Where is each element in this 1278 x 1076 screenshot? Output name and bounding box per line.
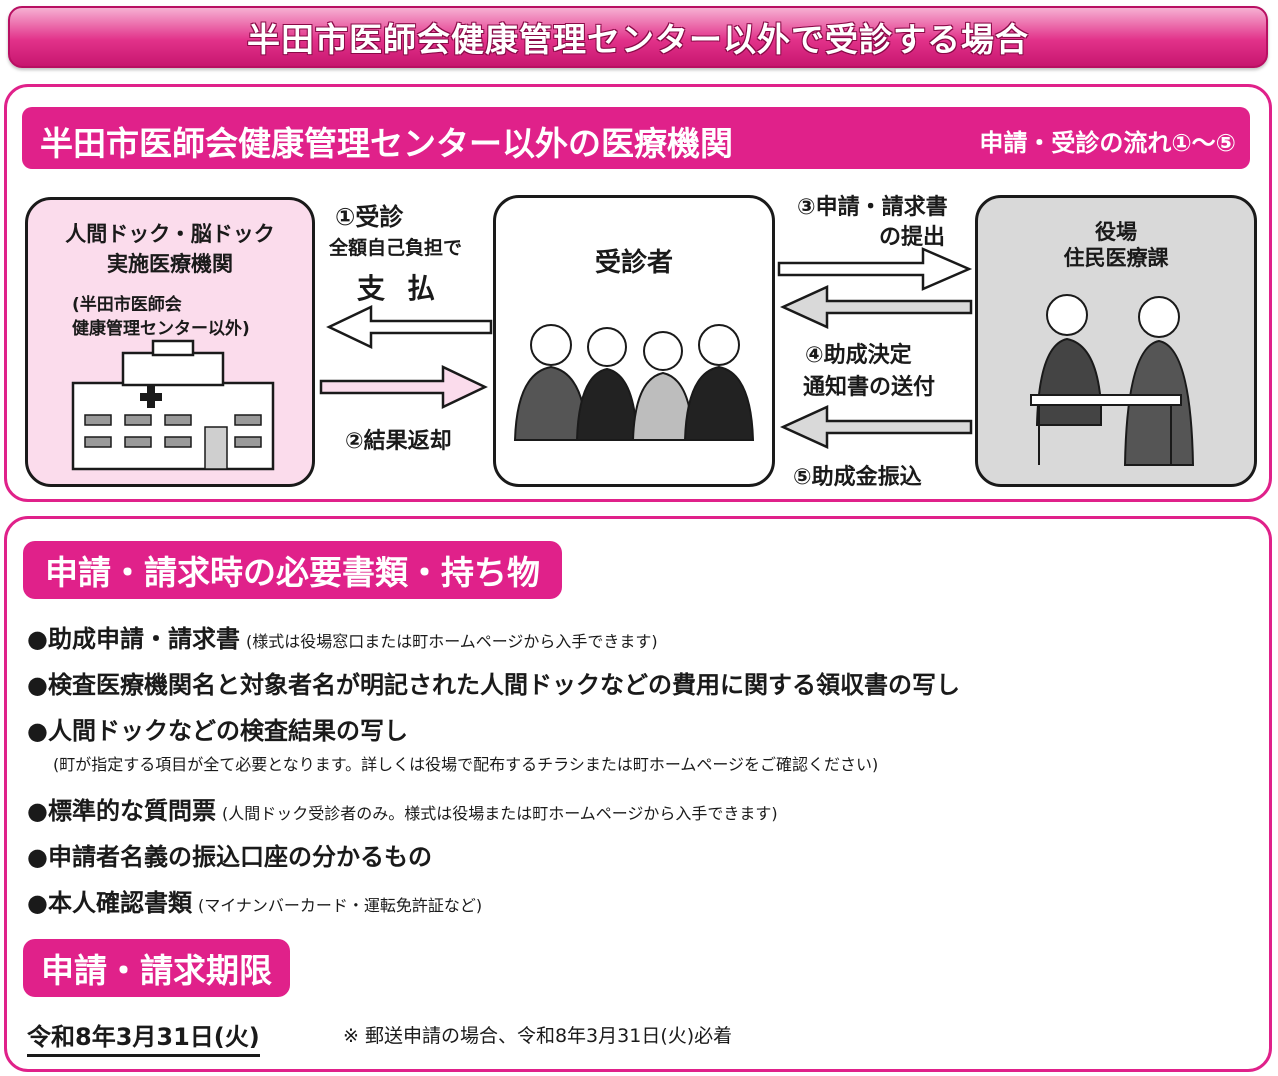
doc-item-text: ●助成申請・請求書 xyxy=(27,625,240,653)
arrow-step3-label-line1: ③申請・請求書 xyxy=(797,195,948,220)
arrow-step5-label: ⑤助成金振込 xyxy=(793,465,922,490)
arrow-step5-icon xyxy=(779,405,973,449)
docs-header: 申請・請求時の必要書類・持ち物 xyxy=(23,541,562,599)
deadline-header: 申請・請求期限 xyxy=(23,939,290,997)
doc-item: ●人間ドックなどの検査結果の写し xyxy=(27,711,408,746)
arrow-step2-label: ②結果返却 xyxy=(345,429,452,454)
docs-header-title: 申請・請求時の必要書類・持ち物 xyxy=(45,553,540,592)
office-illustration xyxy=(1030,294,1195,466)
doc-item: ●標準的な質問票 (人間ドック受診者のみ。様式は役場または町ホームページから入手で… xyxy=(27,791,778,826)
docs-panel: 申請・請求時の必要書類・持ち物 ●助成申請・請求書 (様式は役場窓口または町ホーム… xyxy=(4,516,1272,1072)
doc-item-note: (マイナンバーカード・運転免許証など) xyxy=(197,896,483,915)
patients-illustration xyxy=(513,324,755,441)
flow-header: 半田市医師会健康管理センター以外の医療機関 申請・受診の流れ①～⑤ xyxy=(22,107,1250,169)
arrow-step1-label: ①受診 xyxy=(335,203,404,231)
doc-item-text: ●本人確認書類 xyxy=(27,889,192,917)
doc-item-text: ●人間ドックなどの検査結果の写し xyxy=(27,717,408,745)
banner-title: 半田市医師会健康管理センター以外で受診する場合 xyxy=(247,20,1029,59)
doc-item-text: ●検査医療機関名と対象者名が明記された人間ドックなどの費用に関する領収書の写し xyxy=(27,671,960,699)
clinic-label-line1: 人間ドック・脳ドック xyxy=(65,222,275,246)
office-label-line1: 役場 xyxy=(1095,220,1137,244)
arrow-step4-icon xyxy=(779,285,973,329)
flow-header-title: 半田市医師会健康管理センター以外の医療機関 xyxy=(40,124,733,163)
doc-item-text: ●標準的な質問票 xyxy=(27,797,216,825)
doc-item: ●検査医療機関名と対象者名が明記された人間ドックなどの費用に関する領収書の写し xyxy=(27,665,960,700)
deadline-date: 令和8年3月31日(火) xyxy=(27,1017,260,1057)
clinic-label-line2: 実施医療機関 xyxy=(107,252,233,276)
office-box: 役場 住民医療課 xyxy=(975,195,1257,487)
arrow-step4-label-line2: 通知書の送付 xyxy=(803,375,936,400)
office-label-line2: 住民医療課 xyxy=(1063,246,1169,270)
patient-label: 受診者 xyxy=(594,248,673,278)
clinic-box: 人間ドック・脳ドック 実施医療機関 (半田市医師会 健康管理センター以外) xyxy=(25,197,315,487)
flow-panel: 半田市医師会健康管理センター以外の医療機関 申請・受診の流れ①～⑤ 人間ドック・… xyxy=(4,84,1272,502)
arrow-step4-label-line1: ④助成決定 xyxy=(805,343,912,368)
doc-item-note: (人間ドック受診者のみ。様式は役場または町ホームページから入手できます) xyxy=(221,804,778,823)
patient-box: 受診者 xyxy=(493,195,775,487)
flow-header-subtitle: 申請・受診の流れ①～⑤ xyxy=(979,129,1236,157)
deadline-note: ※ 郵送申請の場合、令和8年3月31日(火)必着 xyxy=(343,1025,733,1047)
arrow-step1-icon xyxy=(326,305,493,349)
doc-item: ●助成申請・請求書 (様式は役場窓口または町ホームページから入手できます) xyxy=(27,619,658,654)
deadline-header-title: 申請・請求期限 xyxy=(41,951,272,990)
doc-item-text: ●申請者名義の振込口座の分かるもの xyxy=(27,843,432,871)
doc-result-note: (町が指定する項目が全て必要となります。詳しくは役場で配布するチラシまたは町ホー… xyxy=(53,755,879,774)
clinic-label-line4: 健康管理センター以外) xyxy=(72,319,250,339)
arrow-step3-label-line2: の提出 xyxy=(879,225,946,250)
doc-item-note: (様式は役場窓口または町ホームページから入手できます) xyxy=(245,632,658,651)
arrow-step2-icon xyxy=(319,365,488,409)
flow-arrows xyxy=(319,247,973,449)
arrow-step3-icon xyxy=(777,247,973,291)
arrow-step1-pay: 支払 xyxy=(357,272,458,305)
page-banner: 半田市医師会健康管理センター以外で受診する場合 xyxy=(8,6,1268,68)
doc-item: ●申請者名義の振込口座の分かるもの xyxy=(27,837,432,872)
doc-item: ●本人確認書類 (マイナンバーカード・運転免許証など) xyxy=(27,883,482,918)
clinic-label-line3: (半田市医師会 xyxy=(72,295,182,315)
hospital-icon xyxy=(71,339,275,471)
arrow-step1-sublabel: 全額自己負担で xyxy=(329,237,463,259)
